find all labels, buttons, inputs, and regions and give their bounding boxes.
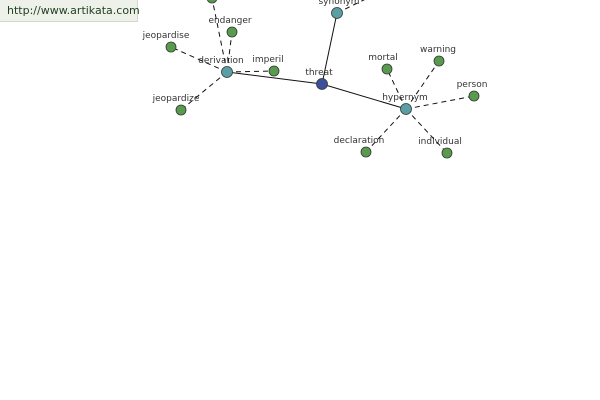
edge-hypernym-warning	[405, 60, 440, 110]
edge-hypernym-declaration	[365, 108, 407, 153]
node-jeopardise[interactable]	[165, 41, 177, 53]
nodes-layer	[165, 0, 480, 159]
node-threat[interactable]	[316, 78, 328, 90]
labels-layer: threat synonym derivation hypernym jeopardis…	[142, 0, 488, 147]
label-imperil: imperil	[252, 55, 283, 65]
node-hypernym[interactable]	[400, 103, 412, 115]
node-jeopardize[interactable]	[175, 104, 187, 116]
edge-derivation-topword	[211, 0, 228, 73]
label-hypernym: hypernym	[382, 93, 428, 103]
node-warning[interactable]	[433, 55, 445, 67]
url-banner[interactable]: http://www.artikata.com	[0, 0, 140, 22]
node-declaration[interactable]	[360, 146, 372, 158]
edge-synonym-offscreen	[336, 0, 365, 14]
edge-derivation-imperil	[226, 70, 275, 73]
label-warning: warning	[420, 45, 456, 55]
node-imperil[interactable]	[268, 65, 280, 77]
node-mortal[interactable]	[381, 63, 393, 75]
edge-threat-derivation	[226, 71, 323, 85]
label-jeopardise: jeopardise	[142, 31, 190, 41]
node-individual[interactable]	[441, 147, 453, 159]
label-jeopardize: jeopardize	[152, 94, 200, 104]
label-threat: threat	[305, 68, 333, 78]
edge-hypernym-person	[405, 95, 475, 110]
node-synonym[interactable]	[331, 7, 343, 19]
edge-threat-synonym	[321, 12, 338, 85]
node-derivation[interactable]	[221, 66, 233, 78]
edge-derivation-jeopardize	[180, 71, 228, 111]
edge-derivation-endanger	[226, 31, 233, 73]
node-topword[interactable]	[206, 0, 218, 4]
label-endanger: endanger	[208, 16, 251, 26]
edge-hypernym-individual	[405, 108, 448, 154]
label-declaration: declaration	[334, 136, 385, 146]
label-mortal: mortal	[368, 53, 398, 63]
node-endanger[interactable]	[226, 26, 238, 38]
node-person[interactable]	[468, 90, 480, 102]
edges-layer	[170, 0, 475, 154]
label-synonym: synonym	[318, 0, 359, 7]
label-person: person	[457, 80, 488, 90]
edge-derivation-jeopardise	[170, 46, 228, 73]
label-individual: individual	[418, 137, 462, 147]
url-link[interactable]: http://www.artikata.com	[7, 4, 140, 17]
edge-hypernym-mortal	[386, 68, 407, 110]
label-derivation: derivation	[198, 56, 244, 66]
edge-threat-hypernym	[321, 83, 407, 110]
